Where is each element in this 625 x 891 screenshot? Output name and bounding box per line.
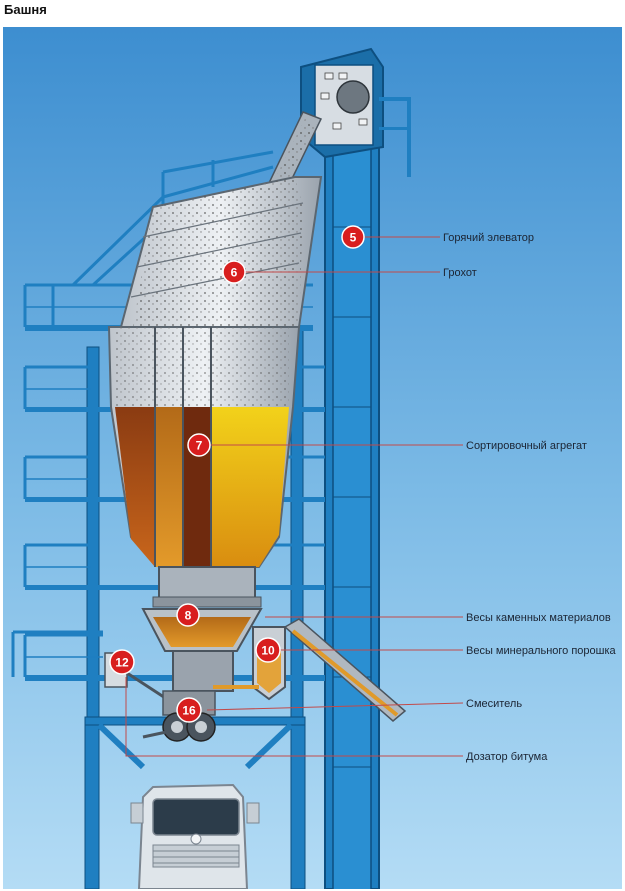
callout-badge-16: 16 [176, 697, 202, 723]
page-title: Башня [4, 2, 47, 17]
badge-number: 8 [185, 609, 192, 623]
badge-number: 6 [231, 266, 238, 280]
label-sorting-unit: Сортировочный агрегат [466, 440, 587, 452]
callout-badge-7: 7 [187, 433, 211, 457]
callout-lines [125, 236, 464, 757]
badge-number: 12 [115, 656, 129, 670]
label-filler-scale: Весы минерального порошка [466, 645, 617, 657]
truck [130, 783, 260, 889]
callout-badge-8: 8 [176, 603, 200, 627]
callout-badge-5: 5 [341, 225, 365, 249]
sorting-bins [107, 326, 301, 608]
badge-number: 10 [261, 644, 275, 658]
badge-number: 7 [196, 439, 203, 453]
aggregate-scale [141, 608, 263, 692]
callout-badge-6: 6 [222, 260, 246, 284]
label-bitumen-doser: Дозатор битума [466, 751, 548, 763]
tower-diagram: 5 6 7 8 10 16 12 Горячий элеватор Грохот… [3, 27, 622, 889]
hot-elevator [300, 47, 411, 889]
badge-number: 16 [182, 704, 196, 718]
callout-badge-10: 10 [255, 637, 281, 663]
label-mixer: Смеситель [466, 698, 522, 710]
label-aggregate-scale: Весы каменных материалов [466, 612, 611, 624]
label-hot-elevator: Горячий элеватор [443, 232, 534, 244]
label-screen: Грохот [443, 267, 477, 279]
badge-number: 5 [350, 231, 357, 245]
callout-badge-12: 12 [109, 649, 135, 675]
